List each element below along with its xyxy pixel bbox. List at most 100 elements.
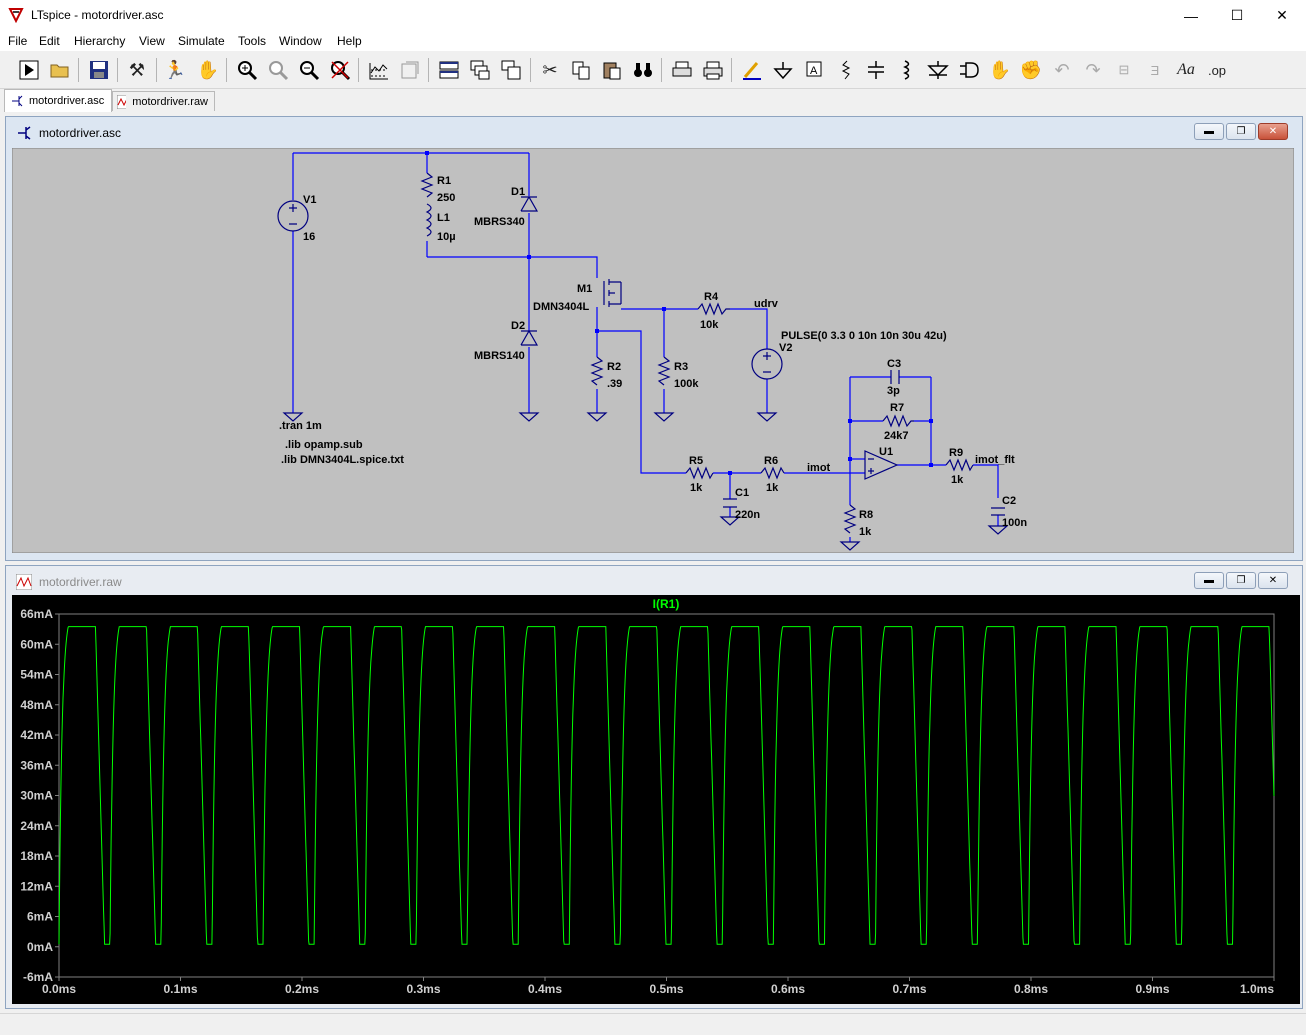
paste-icon[interactable] [599,57,625,83]
net-label-imot: imot [807,462,831,474]
v2-value: PULSE(0 3.3 0 10n 10n 30u 42u) [781,330,947,342]
capacitor-icon[interactable] [863,57,889,83]
menu-view[interactable]: View [139,34,165,48]
maximize-button[interactable]: ☐ [1230,7,1244,23]
u1-label: U1 [879,446,893,458]
minimize-button[interactable]: — [1184,7,1198,24]
run-icon[interactable] [16,57,42,83]
menu-help[interactable]: Help [337,34,362,48]
diode-icon[interactable] [925,57,951,83]
control-panel-icon[interactable]: ⚒ [128,59,146,80]
print-setup-icon[interactable] [669,57,695,83]
inductor-icon[interactable] [894,57,920,83]
tab-label: motordriver.asc [29,95,105,107]
l1-label: L1 [437,212,450,224]
schematic-canvas[interactable]: V1 16 R1 250 L1 10µ D1 MBRS340 D2 MBRS14… [12,148,1294,553]
d1-symbol [520,195,539,212]
r9-symbol [945,458,974,472]
trace-i-r1 [58,626,1275,945]
components [277,172,1005,534]
r3-symbol [657,356,671,386]
x-tick-label: 0.1ms [163,982,197,996]
halt-icon[interactable]: 🏃 [163,59,187,80]
menu-window[interactable]: Window [279,34,322,48]
zoom-in-icon[interactable] [234,57,260,83]
resistor-icon[interactable] [832,57,858,83]
toolbar: ⚒ 🏃 ✋ ✂ A ✋ ✊ ↶ ↷ ⊟ Ǝ Aa .op [0,53,1306,89]
svg-text:A: A [810,65,818,77]
text-icon[interactable]: Aa [1177,61,1195,78]
plot-settings-icon[interactable] [397,57,423,83]
net-label-imot-flt: imot_flt [975,454,1015,466]
zoom-out-icon[interactable] [296,57,322,83]
status-bar [0,1013,1306,1035]
x-tick-label: 0.8ms [1014,982,1048,996]
v1-value: 16 [303,231,315,243]
autorange-icon[interactable] [366,57,392,83]
schematic-close-button[interactable]: ✕ [1258,123,1288,140]
mirror-icon[interactable]: Ǝ [1150,62,1160,78]
menu-hierarchy[interactable]: Hierarchy [74,34,126,48]
schematic-restore-button[interactable]: ❐ [1226,123,1256,140]
menu-file[interactable]: File [8,34,28,48]
c1-value: 220n [735,509,760,521]
u1-opamp-symbol [864,450,899,480]
undo-icon[interactable]: ↶ [1054,59,1070,80]
trace-label-i-r1[interactable]: I(R1) [653,597,680,611]
r5-symbol [685,466,714,480]
print-icon[interactable] [700,57,726,83]
r2-value: .39 [607,378,622,390]
y-tick-label: 48mA [20,698,53,712]
waveform-minimize-button[interactable]: ▬ [1194,572,1224,589]
menu-tools[interactable]: Tools [238,34,267,48]
tile-horizontal-icon[interactable] [436,57,462,83]
schematic-icon [12,95,23,107]
component-icon[interactable] [956,57,982,83]
label-net-icon[interactable]: A [801,57,827,83]
cut-icon[interactable]: ✂ [542,59,558,80]
pan-hand-icon[interactable]: ✋ [196,59,220,80]
waveform-plot[interactable]: I(R1) 66mA60mA54mA48mA42mA36mA30mA24mA18… [12,595,1300,1004]
draw-wire-icon[interactable] [739,57,765,83]
rotate-icon[interactable]: ⊟ [1118,62,1130,77]
r3-label: R3 [674,361,688,373]
y-tick-label: 42mA [20,728,53,742]
move-icon[interactable]: ✋ [988,59,1012,80]
schematic-minimize-button[interactable]: ▬ [1194,123,1224,140]
tab-motordriver-raw[interactable]: motordriver.raw [112,91,215,111]
y-tick-label: 12mA [20,879,53,893]
copy-icon[interactable] [568,57,594,83]
waveform-close-button[interactable]: ✕ [1258,572,1288,589]
save-icon[interactable] [86,57,112,83]
zoom-cancel-icon[interactable] [327,57,353,83]
schematic-window-titlebar: motordriver.asc ▬ ❐ ✕ [6,117,1302,147]
drag-icon[interactable]: ✊ [1019,59,1043,80]
x-tick-label: 0.4ms [528,982,562,996]
waveform-restore-button[interactable]: ❐ [1226,572,1256,589]
find-icon[interactable] [630,57,656,83]
x-tick-label: 0.2ms [285,982,319,996]
menu-edit[interactable]: Edit [39,34,60,48]
cascade-icon[interactable] [467,57,493,83]
r5-value: 1k [690,482,703,494]
tile-vertical-icon[interactable] [498,57,524,83]
waveform-icon [16,574,32,590]
r6-symbol [760,466,785,480]
tab-motordriver-asc[interactable]: motordriver.asc [4,89,112,112]
y-tick-label: 6mA [27,910,53,924]
d1-label: D1 [511,186,525,198]
redo-icon[interactable]: ↷ [1085,59,1101,80]
spice-directive-icon[interactable]: .op [1207,62,1227,78]
open-icon[interactable] [47,57,73,83]
v2-label: V2 [779,342,792,354]
close-button[interactable]: ✕ [1276,7,1288,23]
y-tick-label: 36mA [20,758,53,772]
ground-icon[interactable] [770,57,796,83]
y-tick-label: 60mA [20,637,53,651]
d1-value: MBRS340 [474,216,525,228]
menu-simulate[interactable]: Simulate [178,34,225,48]
spice-directive-lib-dmn: .lib DMN3404L.spice.txt [281,454,404,466]
zoom-fit-icon[interactable] [265,57,291,83]
r8-value: 1k [859,526,872,538]
x-tick-label: 0.3ms [406,982,440,996]
